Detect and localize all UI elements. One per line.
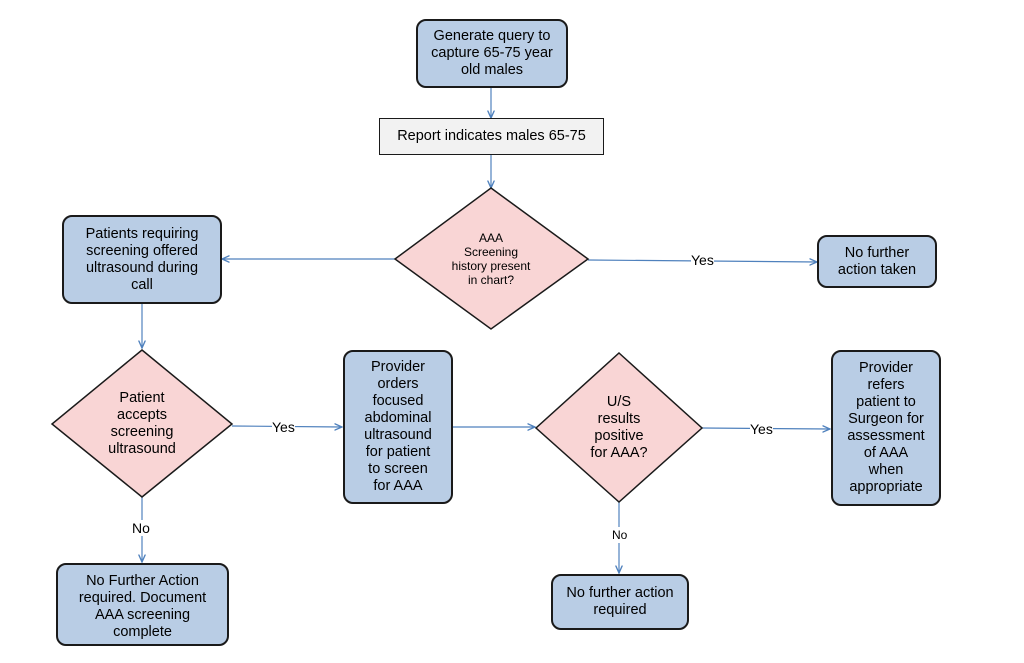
decision-us-results-label: U/S results positive for AAA? (590, 394, 648, 461)
edge-label-results-yes: Yes (750, 421, 773, 437)
decision-screening-history (393, 187, 590, 330)
decision-patient-accepts-label: Patient accepts screening ultrasound (108, 390, 176, 457)
decision-patient-accepts (50, 349, 234, 498)
process-report: Report indicates males 65-75 (379, 118, 604, 155)
edge-label-accepts-no: No (132, 520, 150, 536)
process-patients-requiring: Patients requiring screening offered ult… (62, 215, 222, 304)
process-no-further-action-document: No Further Action required. Document AAA… (56, 563, 229, 646)
process-no-further-action-taken: No further action taken (817, 235, 937, 288)
process-provider-orders: Provider orders focused abdominal ultras… (343, 350, 453, 504)
process-no-further-action-required-label: No further action required (566, 585, 674, 618)
edge-label-accepts-yes: Yes (272, 419, 295, 435)
process-provider-refers: Provider refers patient to Surgeon for a… (831, 350, 941, 506)
process-no-further-action-taken-label: No further action taken (837, 244, 917, 278)
decision-screening-history-text: AAA Screening history present in chart? (430, 222, 552, 296)
process-generate-query-label: Generate query to capture 65-75 year old… (431, 28, 553, 78)
process-generate-query: Generate query to capture 65-75 year old… (416, 19, 568, 88)
process-provider-refers-label: Provider refers patient to Surgeon for a… (847, 360, 925, 495)
process-report-label: Report indicates males 65-75 (397, 128, 586, 144)
process-provider-orders-label: Provider orders focused abdominal ultras… (364, 359, 432, 494)
process-no-further-action-document-label: No Further Action required. Document AAA… (78, 573, 207, 640)
edge-label-history-yes: Yes (691, 252, 714, 268)
process-no-further-action-required: No further action required (551, 574, 689, 630)
process-patients-requiring-label: Patients requiring screening offered ult… (85, 225, 199, 293)
decision-screening-history-label: AAA Screening history present in chart? (451, 231, 531, 287)
decision-us-results (534, 351, 704, 504)
decision-us-results-text: U/S results positive for AAA? (566, 390, 672, 466)
decision-patient-accepts-text: Patient accepts screening ultrasound (82, 386, 202, 462)
edge-label-results-no: No (612, 527, 628, 543)
